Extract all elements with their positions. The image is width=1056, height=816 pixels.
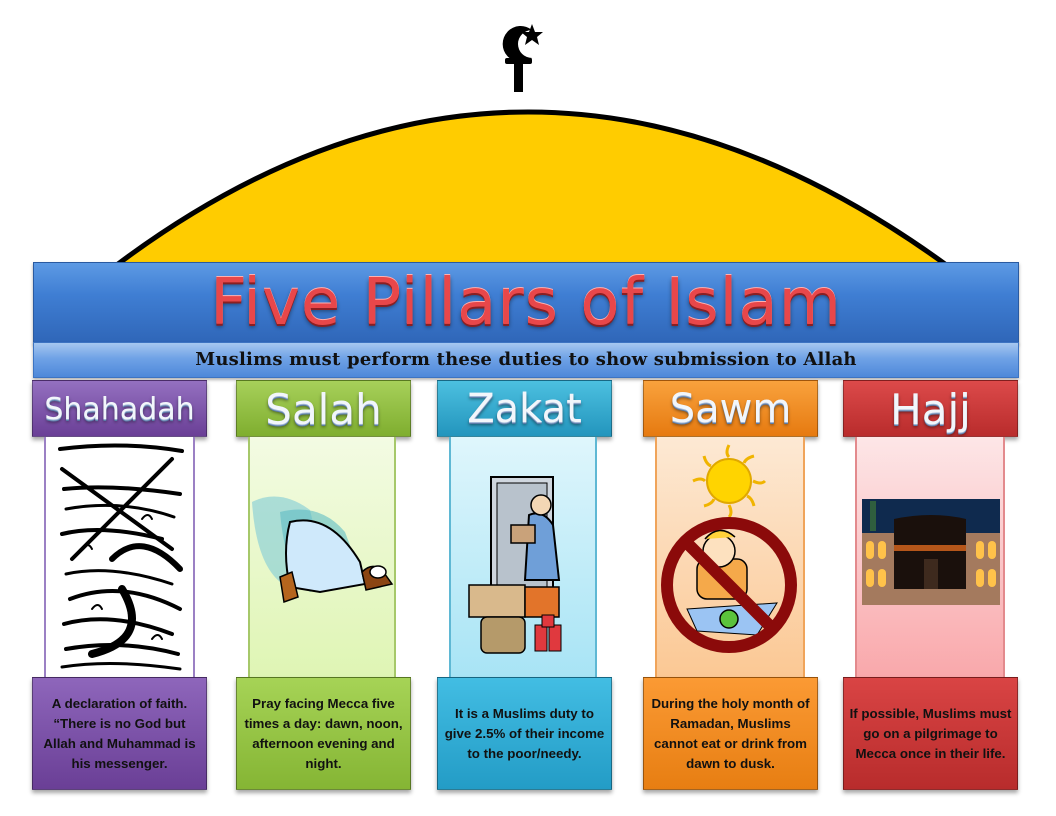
pillar-shaft bbox=[855, 437, 1005, 677]
pillar-description: It is a Muslims duty to give 2.5% of the… bbox=[444, 705, 605, 761]
pillar-hajj: Hajj If possible, Muslims must go on a p… bbox=[843, 380, 1018, 792]
sun-icon bbox=[692, 444, 767, 519]
pillar-shaft bbox=[655, 437, 805, 677]
no-eating-sun-icon bbox=[661, 444, 797, 653]
arabic-calligraphy-icon bbox=[58, 443, 184, 671]
pillar-title: Shahadah bbox=[44, 392, 195, 427]
pillar-description: If possible, Muslims must go on a pilgri… bbox=[849, 705, 1012, 761]
dome-outline bbox=[116, 109, 947, 267]
pillar-title: Sawm bbox=[669, 386, 792, 432]
pillar-base: During the holy month of Ramadan, Muslim… bbox=[643, 677, 818, 790]
giving-charity-icon bbox=[468, 476, 562, 654]
pillar-cap: Salah bbox=[236, 380, 411, 437]
pillar-cap: Shahadah bbox=[32, 380, 207, 437]
pillar-shahadah: Shahadah bbox=[32, 380, 207, 792]
praying-man-icon bbox=[252, 496, 394, 604]
pillar-shaft bbox=[449, 437, 597, 677]
pillar-cap: Sawm bbox=[643, 380, 818, 437]
pillar-base: It is a Muslims duty to give 2.5% of the… bbox=[437, 677, 612, 790]
pillar-zakat: Zakat It is a Muslims duty to give 2.5% … bbox=[437, 380, 612, 792]
pillar-cap: Hajj bbox=[843, 380, 1018, 437]
pillar-title: Salah bbox=[265, 385, 382, 434]
pillar-description: Pray facing Mecca five times a day: dawn… bbox=[244, 695, 403, 771]
pillar-description: A declaration of faith. “There is no God… bbox=[43, 695, 196, 771]
title-banner: Five Pillars of Islam bbox=[33, 262, 1019, 344]
pillar-description: During the holy month of Ramadan, Muslim… bbox=[651, 695, 810, 771]
pillar-shaft bbox=[44, 437, 195, 677]
pillar-base: A declaration of faith. “There is no God… bbox=[32, 677, 207, 790]
pillar-title: Zakat bbox=[467, 386, 582, 432]
pillar-title: Hajj bbox=[890, 385, 971, 434]
subtitle-banner: Muslims must perform these duties to sho… bbox=[33, 342, 1019, 378]
kaaba-icon bbox=[862, 499, 1000, 605]
page-title: Five Pillars of Islam bbox=[210, 266, 842, 340]
crescent-and-star-icon bbox=[502, 24, 543, 92]
pillar-salah: Salah Pray facing Mecca five times a day… bbox=[236, 380, 411, 792]
pillar-base: If possible, Muslims must go on a pilgri… bbox=[843, 677, 1018, 790]
pillar-shaft bbox=[248, 437, 396, 677]
pillar-base: Pray facing Mecca five times a day: dawn… bbox=[236, 677, 411, 790]
dome bbox=[116, 24, 947, 267]
page-subtitle: Muslims must perform these duties to sho… bbox=[195, 349, 857, 370]
pillar-cap: Zakat bbox=[437, 380, 612, 437]
pillar-sawm: Sawm During the holy month of Ramadan, M bbox=[643, 380, 818, 792]
